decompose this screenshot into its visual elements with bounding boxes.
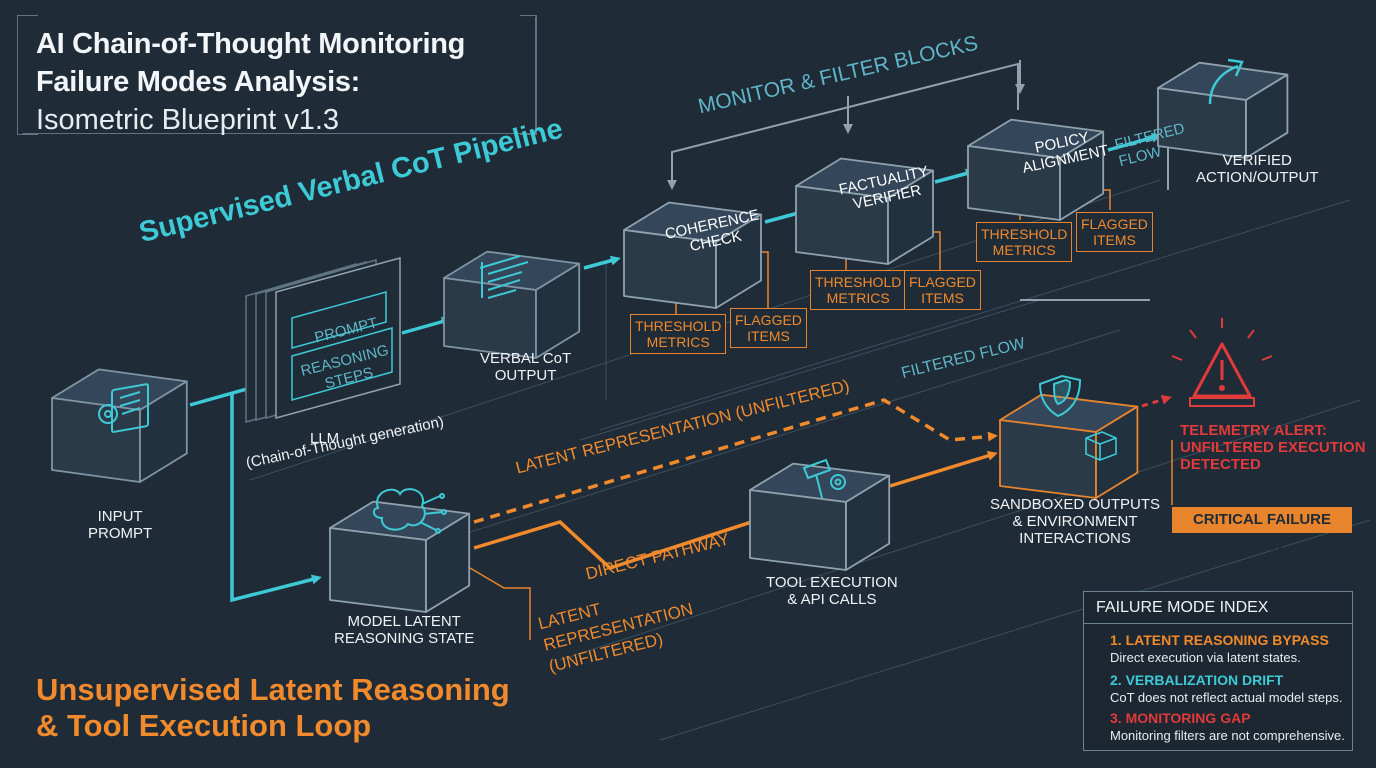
input-prompt-icon bbox=[98, 383, 149, 433]
input-prompt-cube bbox=[51, 397, 141, 483]
title-line-3: Isometric Blueprint v1.3 bbox=[36, 104, 340, 136]
llm-inner-cards bbox=[291, 291, 393, 401]
sandbox-cube bbox=[999, 419, 1097, 499]
orange-flows bbox=[473, 398, 998, 570]
factuality-verifier-cube bbox=[887, 169, 934, 265]
unsupervised-section-title: Unsupervised Latent Reasoning & Tool Exe… bbox=[36, 672, 510, 743]
verbal-output-icon bbox=[479, 255, 529, 299]
failure-mode-index: FAILURE MODE INDEX 1. LATENT REASONING B… bbox=[1083, 591, 1353, 751]
latent-state-cube bbox=[425, 512, 471, 613]
share-arrow-icon bbox=[1208, 58, 1244, 105]
verified-output-cube bbox=[1245, 73, 1289, 159]
legend-item-2-title: 2. VERBALIZATION DRIFT bbox=[1110, 672, 1284, 688]
tool-execution-cube bbox=[845, 474, 891, 571]
verbal-cot-cube bbox=[535, 262, 581, 359]
shield-icon bbox=[1038, 374, 1082, 418]
tool-execution-label: TOOL EXECUTION& API CALLS bbox=[766, 574, 898, 608]
hammer-gear-icon bbox=[802, 458, 846, 499]
cyan-flows bbox=[189, 132, 1162, 603]
llm-label: LLM bbox=[310, 430, 340, 447]
monitor-lines bbox=[667, 60, 1169, 301]
legend-item-3-title: 3. MONITORING GAP bbox=[1110, 710, 1251, 726]
tool-execution-cube bbox=[749, 489, 847, 571]
latent-state-cube bbox=[329, 527, 427, 613]
brain-icon bbox=[372, 488, 447, 534]
alert-arrow bbox=[1141, 394, 1172, 408]
coherence-check-cube bbox=[715, 213, 762, 309]
title-line-1: AI Chain-of-Thought Monitoring bbox=[36, 28, 466, 60]
legend-item-1-title: 1. LATENT REASONING BYPASS bbox=[1110, 632, 1329, 648]
legend-item-1-desc: Direct execution via latent states. bbox=[1110, 650, 1301, 665]
policy-alignment-cube bbox=[1059, 130, 1105, 221]
legend-item-2-desc: CoT does not reflect actual model steps. bbox=[1110, 690, 1343, 705]
legend-header: FAILURE MODE INDEX bbox=[1084, 592, 1352, 624]
input-prompt-cube bbox=[139, 380, 188, 483]
warning-icon bbox=[1171, 318, 1273, 407]
title-line-2: Failure Modes Analysis: bbox=[36, 66, 361, 98]
critical-failure-badge: CRITICAL FAILURE POINT bbox=[1172, 507, 1352, 554]
title-frame bbox=[17, 15, 537, 135]
legend-item-3-desc: Monitoring filters are not comprehensive… bbox=[1110, 728, 1345, 743]
package-icon bbox=[1085, 431, 1117, 461]
